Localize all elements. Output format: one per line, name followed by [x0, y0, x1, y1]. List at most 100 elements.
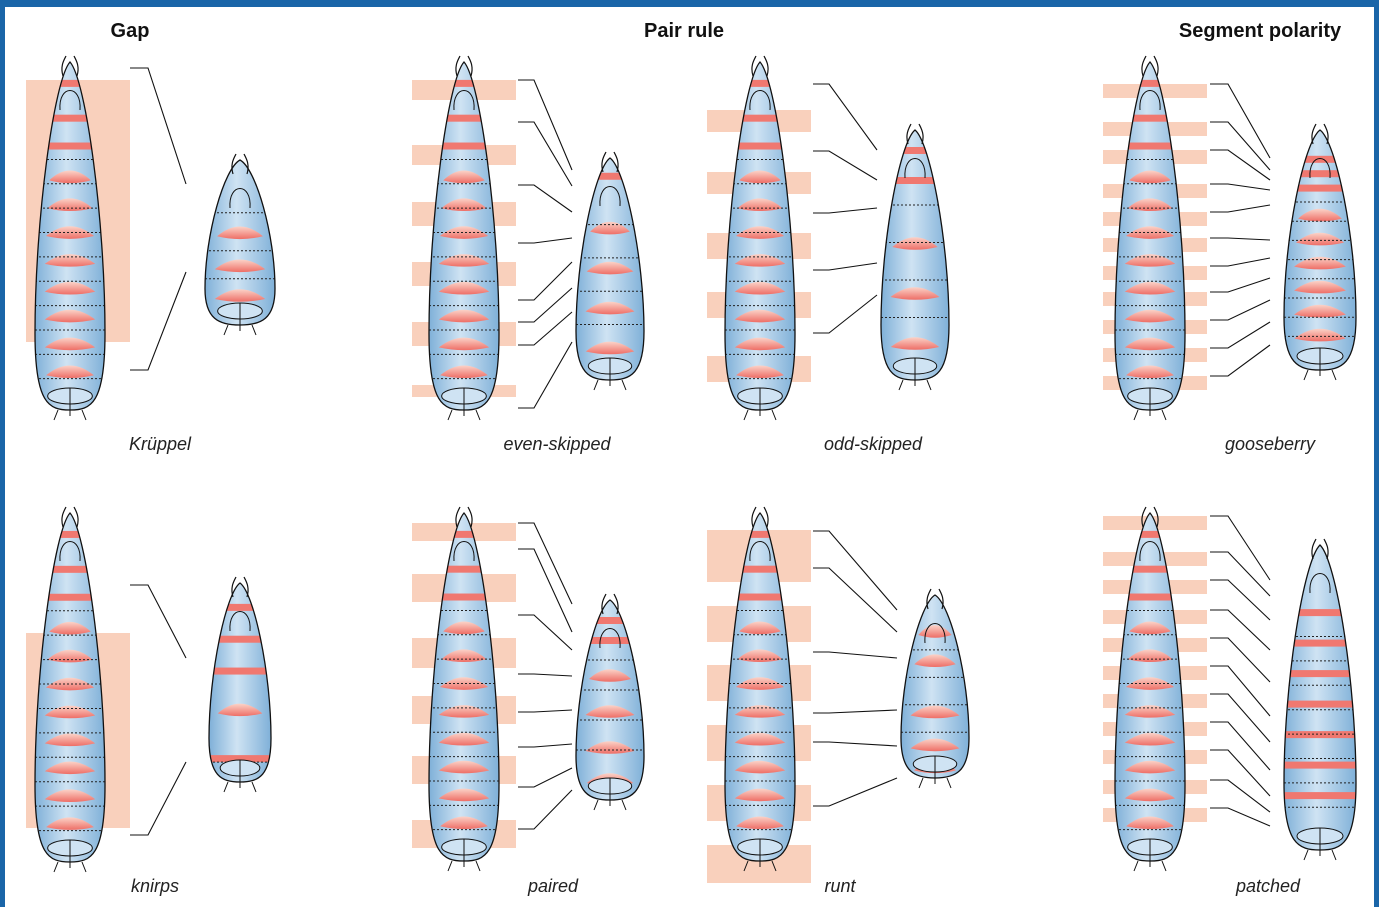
patched-connector-4 [1210, 638, 1270, 682]
gene-label-knirps: knirps [131, 876, 179, 897]
patched-mutant-stripe-3 [1284, 701, 1356, 708]
patched-mutant-stripe-0 [1284, 609, 1356, 616]
patched-mutant-body [1284, 545, 1356, 850]
gooseberry-connector-4 [1210, 205, 1270, 212]
odd-skipped-mutant-stripe-0 [881, 147, 949, 154]
paired-connector-6 [518, 768, 572, 787]
paired-connector-5 [518, 744, 572, 747]
paired-connector-3 [518, 674, 572, 676]
patched-mutant-stripe-5 [1284, 762, 1356, 769]
even-skipped-connector-4 [518, 262, 572, 300]
paired-connector-4 [518, 710, 572, 712]
gene-label-paired: paired [528, 876, 578, 897]
even-skipped-connector-0 [518, 80, 572, 170]
paired-mutant-stripe-0 [576, 617, 644, 624]
even-skipped-long [429, 56, 499, 420]
runt-connector-3 [813, 710, 897, 713]
gooseberry-mutant [1284, 124, 1356, 380]
even-skipped-mutant-stripe-0 [576, 173, 644, 180]
gooseberry-connector-2 [1210, 150, 1270, 180]
knirps-long-stripe-0 [35, 531, 105, 538]
runt-connector-5 [813, 778, 897, 806]
knirps-mutant [209, 577, 271, 792]
patched-connector-1 [1210, 552, 1270, 596]
even-skipped-connector-1 [518, 122, 572, 186]
kruppel-connector-top [130, 68, 186, 184]
knirps-long-stripe-1 [35, 566, 105, 573]
knirps-long [35, 507, 105, 872]
even-skipped-connector-2 [518, 185, 572, 212]
patched-connector-10 [1210, 808, 1270, 826]
runt-connector-2 [813, 652, 897, 658]
gene-label-kruppel: Krüppel [129, 434, 191, 455]
patched-connector-3 [1210, 610, 1270, 650]
knirps-connector-bottom [130, 762, 186, 835]
heading-gap: Gap [111, 20, 150, 43]
gooseberry-connector-10 [1210, 345, 1270, 376]
odd-skipped-connector-4 [813, 295, 877, 333]
gene-label-gooseberry: gooseberry [1225, 434, 1315, 455]
odd-skipped-mutant [881, 124, 949, 390]
even-skipped-connector-6 [518, 312, 572, 345]
gooseberry-long-stripe-2 [1115, 143, 1185, 150]
even-skipped-connector-7 [518, 342, 572, 408]
heading-pair-rule: Pair rule [644, 20, 724, 43]
paired-connector-0 [518, 523, 572, 604]
gene-label-patched: patched [1236, 876, 1300, 897]
patched-mutant-stripe-6 [1284, 792, 1356, 799]
paired-connector-2 [518, 615, 572, 650]
knirps-mutant-body [209, 583, 271, 782]
gooseberry-connector-9 [1210, 322, 1270, 348]
even-skipped-connector-5 [518, 288, 572, 322]
gooseberry-mutant-stripe-2 [1284, 185, 1356, 192]
runt-long-stripe-2 [725, 594, 795, 601]
runt-connector-4 [813, 742, 897, 746]
knirps-long-stripe-2 [35, 594, 105, 601]
odd-skipped-connector-3 [813, 263, 877, 270]
patched-connector-6 [1210, 694, 1270, 742]
even-skipped-long-stripe-1 [429, 115, 499, 122]
paired-connector-1 [518, 549, 572, 632]
gooseberry-long-stripe-1 [1115, 115, 1185, 122]
runt-connector-0 [813, 531, 897, 610]
gooseberry-connector-5 [1210, 238, 1270, 240]
patched-mutant-stripe-2 [1284, 670, 1356, 677]
gene-label-runt: runt [824, 876, 855, 897]
patched-connector-0 [1210, 516, 1270, 580]
odd-skipped-connector-2 [813, 208, 877, 213]
gooseberry-connector-0 [1210, 84, 1270, 158]
kruppel-mutant [205, 154, 275, 335]
gooseberry-connector-3 [1210, 184, 1270, 190]
gene-label-odd-skipped: odd-skipped [824, 434, 922, 455]
gooseberry-long [1115, 56, 1185, 420]
paired-mutant-stripe-1 [576, 637, 644, 644]
paired-mutant [576, 594, 644, 810]
gooseberry-connector-8 [1210, 300, 1270, 320]
heading-segment-polarity: Segment polarity [1179, 20, 1341, 43]
patched-mutant [1284, 539, 1356, 860]
odd-skipped-long-stripe-0 [725, 80, 795, 87]
patched-connector-9 [1210, 780, 1270, 812]
paired-mutant-body [576, 600, 644, 800]
kruppel-connector-bottom [130, 272, 186, 370]
gooseberry-mutant-stripe-0 [1284, 156, 1356, 163]
patched-long-stripe-0 [1115, 531, 1185, 538]
even-skipped-mutant [576, 152, 644, 390]
runt-connector-1 [813, 568, 897, 632]
gooseberry-connector-1 [1210, 122, 1270, 170]
gene-label-even-skipped: even-skipped [503, 434, 610, 455]
knirps-mutant-stripe-0 [209, 604, 271, 611]
patched-long-stripe-1 [1115, 566, 1185, 573]
odd-skipped-long-stripe-2 [725, 143, 795, 150]
paired-long [429, 507, 499, 871]
knirps-connector-top [130, 585, 186, 658]
runt-mutant [901, 589, 969, 788]
odd-skipped-mutant-stripe-1 [881, 177, 949, 184]
paired-long-stripe-1 [429, 566, 499, 573]
odd-skipped-connector-0 [813, 84, 877, 150]
odd-skipped-connector-1 [813, 151, 877, 180]
gooseberry-mutant-stripe-1 [1284, 170, 1356, 177]
patched-long-stripe-2 [1115, 594, 1185, 601]
paired-connector-7 [518, 790, 572, 829]
